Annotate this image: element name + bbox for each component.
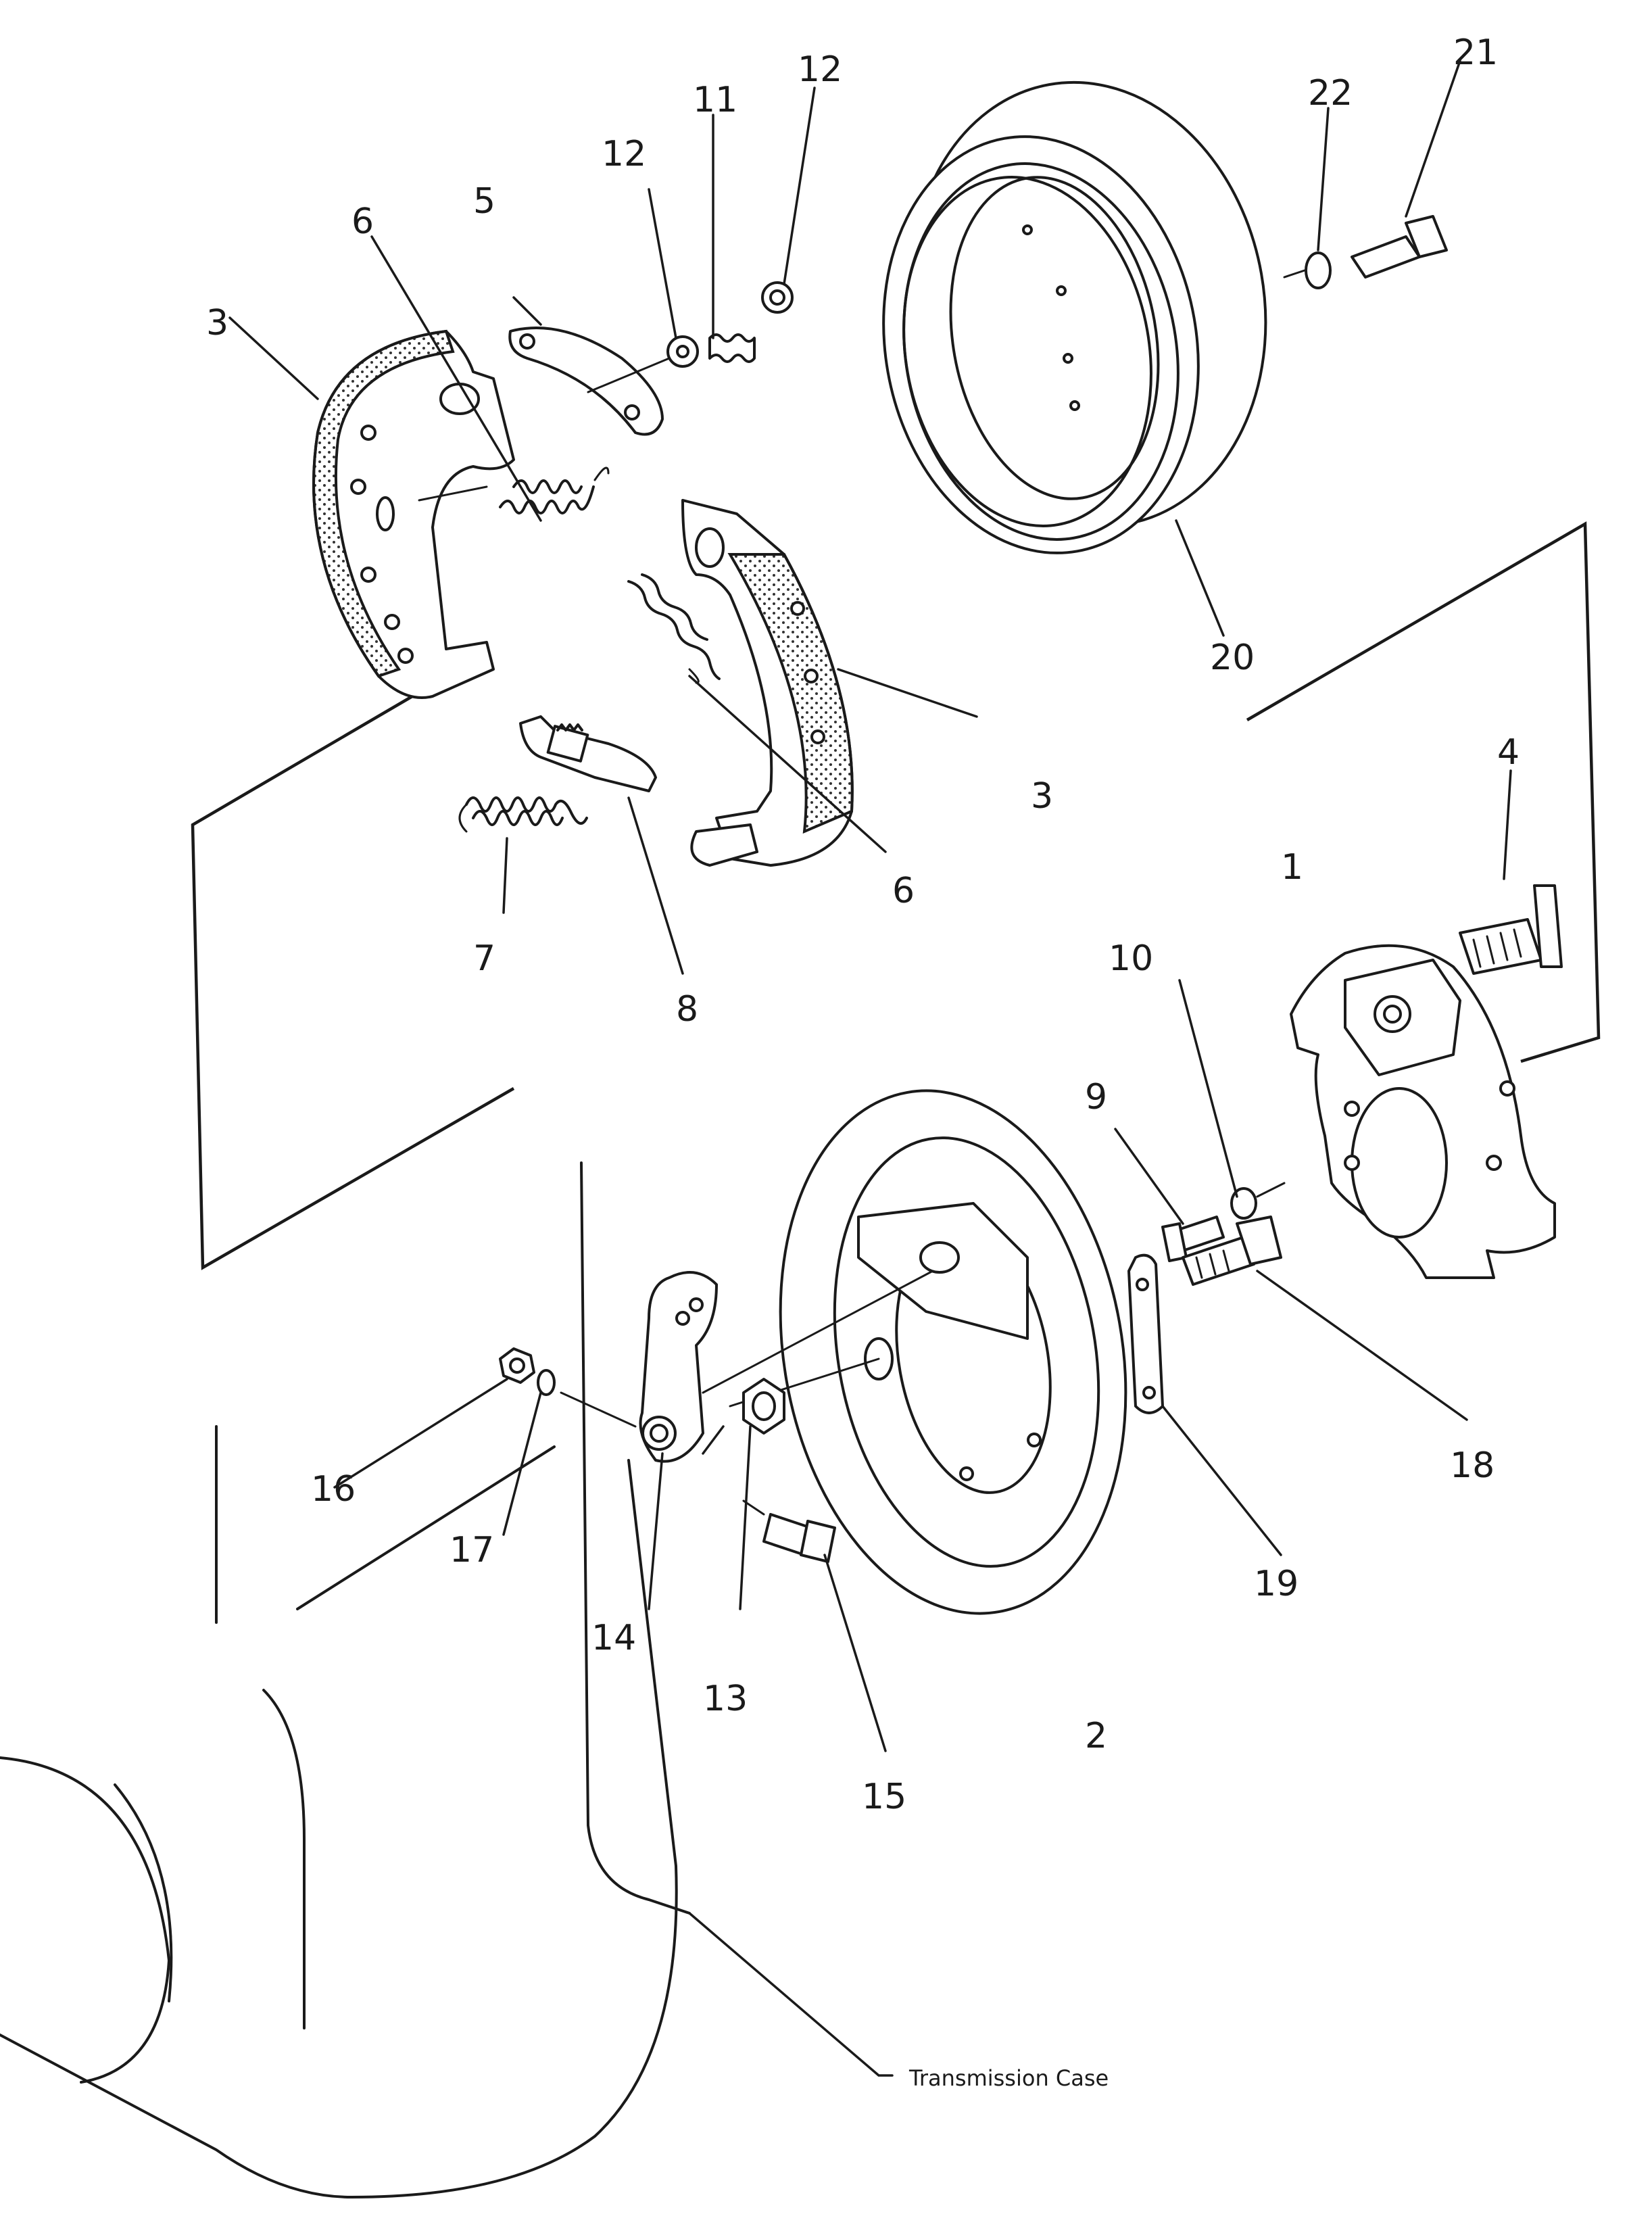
callout-9: 9 <box>1085 1077 1107 1118</box>
callout-18: 18 <box>1450 1445 1495 1486</box>
callout-12-right: 12 <box>798 49 842 90</box>
callout-6-lower: 6 <box>892 871 915 911</box>
stud-bolt <box>1459 884 1563 975</box>
lever-bolt <box>742 1499 836 1563</box>
return-spring-right <box>627 573 721 684</box>
callout-6-upper: 6 <box>351 201 374 242</box>
callout-21: 21 <box>1453 32 1498 73</box>
callout-19: 19 <box>1254 1564 1298 1604</box>
callout-12-left: 12 <box>602 134 646 174</box>
callout-3-left: 3 <box>206 303 228 343</box>
callout-14: 14 <box>591 1618 636 1658</box>
brake-drum <box>882 80 1267 554</box>
backing-plate <box>779 1089 1127 1615</box>
callout-3-right: 3 <box>1031 776 1053 817</box>
transmission-case-caption: Transmission Case <box>908 2065 1109 2091</box>
callout-4: 4 <box>1497 732 1520 773</box>
callout-15: 15 <box>862 1777 906 1817</box>
leader-lines <box>228 59 1512 1752</box>
return-spring-upper <box>418 466 610 514</box>
callout-8: 8 <box>676 989 698 1030</box>
transmission-case <box>0 1161 894 2198</box>
shoe-link-plate <box>508 327 664 436</box>
washer-spring-stack <box>587 281 794 393</box>
adjuster-assembly <box>519 715 657 792</box>
callout-20: 20 <box>1210 638 1255 678</box>
lever-nut <box>742 1378 785 1435</box>
lower-spring <box>458 796 588 833</box>
callout-labels: 1 2 3 3 4 5 6 6 7 8 9 10 11 12 12 13 14 … <box>206 32 1520 1817</box>
lever-nut-and-washer <box>499 1347 637 1428</box>
callout-22: 22 <box>1308 73 1353 114</box>
backing-bolt <box>1182 1216 1282 1286</box>
callout-1: 1 <box>1281 847 1303 888</box>
callout-11: 11 <box>693 80 737 120</box>
callout-13: 13 <box>703 1679 748 1719</box>
carrier-bolt-and-washer <box>1161 1182 1286 1262</box>
callout-5: 5 <box>473 181 495 222</box>
callout-16: 16 <box>311 1469 356 1510</box>
cam-link <box>1127 1253 1164 1414</box>
callout-2: 2 <box>1085 1716 1107 1756</box>
callout-7: 7 <box>473 938 495 979</box>
brake-lever <box>639 1270 934 1463</box>
assembly-frame-lines <box>191 521 1601 1270</box>
brake-shoe-right <box>681 499 854 867</box>
brake-shoe-left <box>312 329 515 699</box>
carrier-plate <box>1290 944 1556 1279</box>
callout-17: 17 <box>450 1530 494 1570</box>
callout-10: 10 <box>1109 938 1153 979</box>
drum-bolt-and-washer <box>1283 215 1448 289</box>
